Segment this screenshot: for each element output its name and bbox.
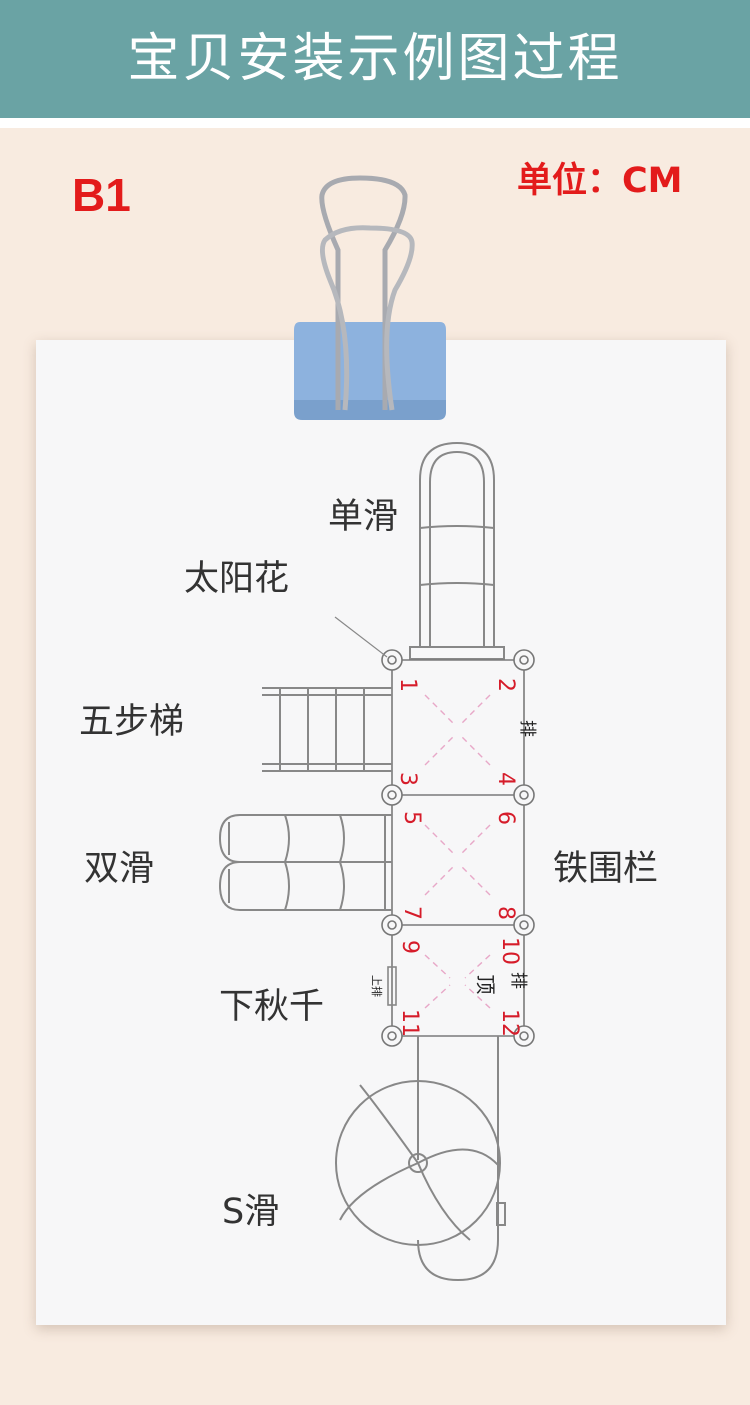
- header-divider: [0, 118, 750, 128]
- post-number: 11: [397, 1009, 422, 1037]
- label-iron-fence: 铁围栏: [553, 849, 659, 889]
- marker-pai-lower: 排: [508, 972, 528, 989]
- post-number: 7: [399, 906, 424, 920]
- header-bar: [0, 0, 750, 118]
- post-number: 8: [493, 906, 518, 920]
- post-number: 1: [395, 678, 420, 692]
- swing-mount-shape: [387, 966, 397, 1006]
- label-s-slide: S滑: [222, 1192, 280, 1232]
- unit-label: 单位：CM: [517, 161, 683, 201]
- post-number: 12: [497, 1009, 522, 1037]
- paper-sheet: [36, 340, 726, 1325]
- binder-clip-icon: [294, 175, 446, 420]
- ladder-shape: [262, 687, 392, 772]
- sunflower-pointer: [334, 616, 388, 658]
- deck-diagonals: [424, 694, 491, 1009]
- frame-structure: [391, 659, 525, 1037]
- post-number: 10: [497, 937, 522, 965]
- label-five-step-ladder: 五步梯: [79, 702, 185, 742]
- double-slide-shape: [218, 814, 392, 911]
- post-number: 5: [399, 811, 424, 825]
- marker-ding: 顶: [473, 974, 498, 995]
- post-number: 3: [395, 772, 420, 786]
- marker-shang-pai: 上排: [370, 975, 383, 997]
- post-number: 2: [493, 678, 518, 692]
- page-title: 宝贝安装示例图过程: [127, 29, 623, 89]
- marker-pai-upper: 排: [517, 720, 537, 737]
- post-number: 9: [397, 940, 422, 954]
- label-single-slide: 单滑: [328, 497, 399, 537]
- label-sunflower: 太阳花: [184, 559, 290, 599]
- post-number: 4: [493, 772, 518, 786]
- label-double-slide: 双滑: [84, 849, 155, 889]
- model-code: B1: [72, 169, 131, 221]
- label-lower-swing: 下秋千: [219, 987, 325, 1027]
- post-number: 6: [493, 811, 518, 825]
- single-slide-shape: [409, 441, 505, 660]
- s-slide-shape: [335, 1036, 506, 1282]
- post-caps: [381, 649, 535, 1047]
